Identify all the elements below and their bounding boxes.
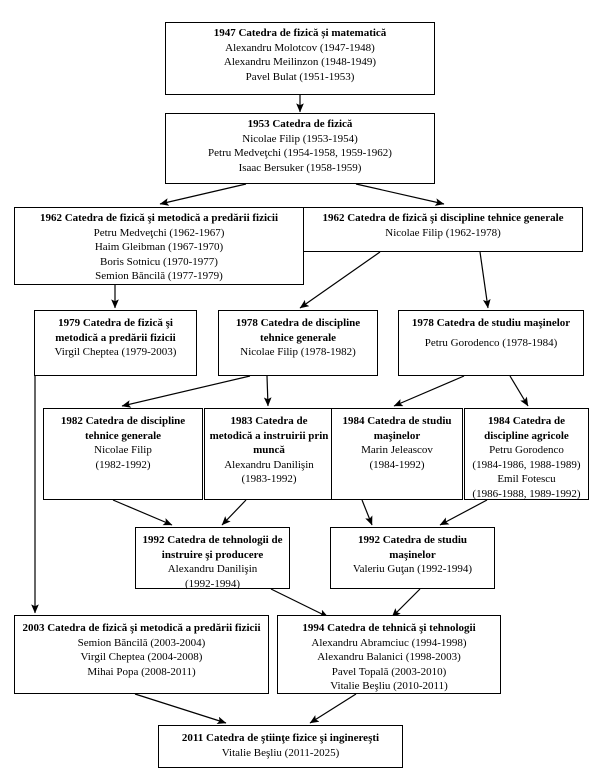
node-person: Petru Medveţchi (1954-1958, 1959-1962) (208, 147, 392, 160)
node-person: Virgil Cheptea (2004-2008) (80, 651, 203, 664)
node-1978-studiu-masinelor[interactable]: 1978 Catedra de studiu maşinelor Petru G… (398, 310, 584, 376)
edge-1953-1962a (159, 183, 247, 206)
node-2003[interactable]: 2003 Catedra de fizică şi metodică a pre… (14, 615, 269, 694)
node-1962-discipline-tehnice[interactable]: 1962 Catedra de fizică şi discipline teh… (303, 207, 583, 252)
edge-1994-2011 (309, 693, 357, 724)
edge-1962b-1978b (479, 251, 491, 309)
edge-1978b-1984a (393, 375, 465, 407)
edge-2003-2011 (134, 693, 227, 725)
node-1992-tehnologii[interactable]: 1992 Catedra de tehnologii de instruire … (135, 527, 290, 589)
node-1992-studiu-masinelor[interactable]: 1992 Catedra de studiu maşinelor Valeriu… (330, 527, 495, 589)
node-title: 1953 Catedra de fizică (247, 118, 353, 130)
node-2011[interactable]: 2011 Catedra de ştiinţe fizice şi ingine… (158, 725, 403, 768)
node-person: (1986-1988, 1989-1992) (472, 487, 581, 500)
edge-1983-1992a (221, 499, 247, 526)
node-person: Boris Sotnicu (1970-1977) (100, 255, 218, 268)
node-person: Petru Gorodenco (489, 444, 564, 457)
node-1982[interactable]: 1982 Catedra de discipline tehnice gener… (43, 408, 203, 500)
node-person: Nicolae Filip (1962-1978) (385, 226, 501, 239)
node-person: Semion Băncilă (1977-1979) (95, 270, 223, 283)
node-person: Vitalie Beşliu (2011-2025) (221, 746, 340, 759)
node-person: (1982-1992) (95, 458, 151, 471)
node-title: 1994 Catedra de tehnică şi tehnologii (302, 622, 476, 634)
node-title: 1982 Catedra de discipline tehnice gener… (60, 415, 186, 442)
node-person: Virgil Cheptea (1979-2003) (54, 346, 177, 359)
node-title: 1978 Catedra de studiu maşinelor (411, 317, 571, 329)
node-1979[interactable]: 1979 Catedra de fizică şi metodică a pre… (34, 310, 197, 376)
node-title: 1978 Catedra de discipline tehnice gener… (235, 317, 361, 344)
node-title: 1992 Catedra de tehnologii de instruire … (142, 534, 283, 561)
node-person: Pavel Bulat (1951-1953) (245, 70, 355, 83)
node-person: Nicolae Filip (1953-1954) (242, 132, 358, 145)
node-title: 1983 Catedra de metodică a instruirii pr… (209, 415, 329, 457)
edge-1984b-1992b (439, 499, 488, 526)
edge-1982-1992a (112, 499, 173, 526)
node-person: Semion Băncilă (2003-2004) (77, 636, 206, 649)
node-person: Petru Gorodenco (1978-1984) (424, 336, 558, 349)
edge-1978b-1984b (509, 375, 529, 407)
edge-1978a-1983 (263, 375, 272, 407)
node-person: Petru Medveţchi (1962-1967) (93, 226, 225, 239)
node-person: Vitalie Beşliu (2010-2011) (330, 680, 448, 693)
node-person: (1992-1994) (185, 577, 240, 589)
node-1984-studiu-masinelor[interactable]: 1984 Catedra de studiu maşinelor Marin J… (331, 408, 463, 500)
node-title: 1984 Catedra de studiu maşinelor (342, 415, 452, 442)
node-title: 1947 Catedra de fizică și matematică (213, 27, 387, 39)
node-1953[interactable]: 1953 Catedra de fizică Nicolae Filip (19… (165, 113, 435, 184)
node-person: Alexandru Danilişin (224, 458, 314, 471)
node-title: 1984 Catedra de discipline agricole (484, 415, 569, 442)
edge-1978a-1982 (121, 375, 251, 408)
node-person: Marin Jeleascov (361, 444, 433, 457)
node-person: Haim Gleibman (1967-1970) (94, 241, 224, 254)
node-title: 2003 Catedra de fizică şi metodică a pre… (22, 622, 261, 634)
edge-1953-1962b (355, 183, 445, 206)
node-1983[interactable]: 1983 Catedra de metodică a instruirii pr… (204, 408, 334, 500)
node-1984-discipline-agricole[interactable]: 1984 Catedra de discipline agricole Petr… (464, 408, 589, 500)
node-1962-fizica-metodica[interactable]: 1962 Catedra de fizică şi metodică a pre… (14, 207, 304, 285)
node-person: Valeriu Guţan (1992-1994) (352, 563, 473, 576)
node-person: Alexandru Abramciuc (1994-1998) (311, 636, 467, 649)
node-person: (1984-1986, 1988-1989) (472, 458, 581, 471)
node-person: Nicolae Filip (1978-1982) (240, 346, 356, 359)
node-person: Alexandru Danilişin (167, 563, 258, 576)
edge-1984a-1992b (361, 499, 373, 526)
node-person: (1983-1992) (241, 473, 297, 486)
node-title: 1992 Catedra de studiu maşinelor (357, 534, 468, 561)
node-person: Alexandru Meilinzon (1948-1949) (223, 56, 377, 69)
node-person: Pavel Topală (2003-2010) (331, 665, 447, 678)
node-person: Emil Fotescu (497, 473, 556, 486)
node-title: 1962 Catedra de fizică şi metodică a pre… (39, 212, 279, 224)
node-person: Alexandru Balanici (1998-2003) (317, 651, 461, 664)
node-person: Alexandru Molotcov (1947-1948) (225, 41, 375, 54)
node-person: Nicolae Filip (94, 444, 152, 457)
edge-1992b-1994 (391, 588, 421, 618)
node-title: 2011 Catedra de ştiinţe fizice şi ingine… (181, 732, 380, 744)
node-1994[interactable]: 1994 Catedra de tehnică şi tehnologii Al… (277, 615, 501, 694)
node-1978-discipline-tehnice[interactable]: 1978 Catedra de discipline tehnice gener… (218, 310, 378, 376)
node-title: 1979 Catedra de fizică şi metodică a pre… (55, 317, 176, 344)
node-title: 1962 Catedra de fizică şi discipline teh… (322, 212, 564, 224)
node-person: Isaac Bersuker (1958-1959) (238, 161, 362, 174)
node-1947[interactable]: 1947 Catedra de fizică și matematică Ale… (165, 22, 435, 95)
node-person: Mihai Popa (2008-2011) (87, 665, 196, 678)
edge-1962b-1978a (299, 251, 381, 309)
node-person: (1984-1992) (369, 458, 425, 471)
edge-1992a-1994 (270, 588, 329, 618)
